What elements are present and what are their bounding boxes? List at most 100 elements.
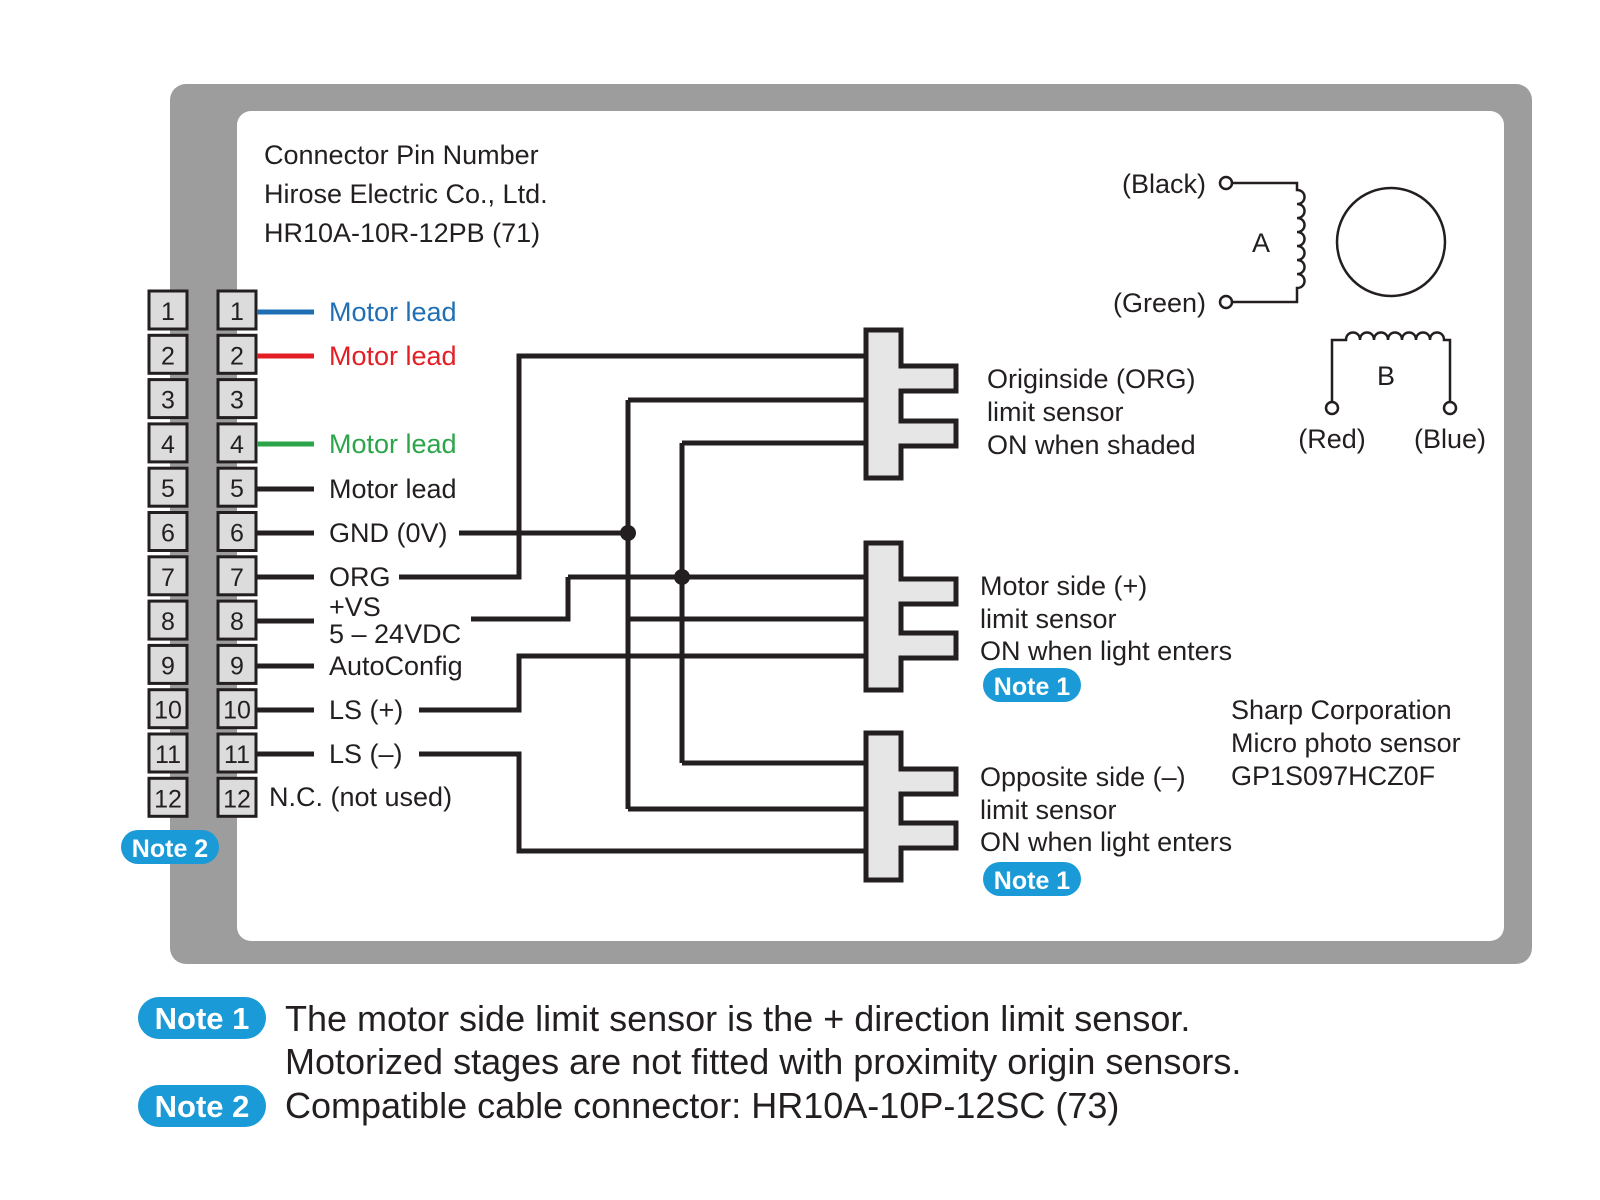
receptacle-pin-number: 6: [230, 520, 244, 548]
minus-sensor-line1: Opposite side (–): [980, 762, 1186, 792]
receptacle-pin-number: 11: [224, 741, 250, 769]
junction-gnd: [620, 525, 636, 541]
cable-pin-box: [147, 422, 189, 464]
plus-sensor-line1: Motor side (+): [980, 571, 1147, 601]
pin12-label: N.C. (not used): [269, 782, 452, 812]
plus-sensor-line3: ON when light enters: [980, 636, 1232, 666]
cable-pin-box: [147, 333, 189, 375]
cable-pin-box: [147, 599, 189, 641]
inner-panel: [237, 111, 1504, 941]
footer-note2-line1: Compatible cable connector: HR10A-10P-12…: [285, 1085, 1119, 1126]
minus-sensor-line3: ON when light enters: [980, 827, 1232, 857]
receptacle-pin-number: 4: [230, 431, 244, 459]
receptacle-pin-box: [216, 643, 258, 685]
receptacle-pin-number: 9: [230, 652, 244, 680]
pin2-label: Motor lead: [329, 341, 457, 371]
cable-pin-number: 9: [161, 652, 175, 680]
cable-pin-number: 10: [154, 697, 182, 725]
coil-b-label: B: [1377, 361, 1395, 391]
receptacle-pin-box: [216, 333, 258, 375]
pin5-label: Motor lead: [329, 474, 457, 504]
coil-a-label: A: [1252, 228, 1270, 258]
svg-text:Note 1: Note 1: [155, 1001, 250, 1036]
rotor-circle: [1335, 186, 1447, 298]
black-label: (Black): [1122, 169, 1206, 199]
receptacle-pin-number: 1: [230, 298, 244, 326]
pin11-label: LS (–): [329, 739, 403, 769]
receptacle-pin-number: 8: [230, 608, 244, 636]
cable-pin-box: [147, 643, 189, 685]
cable-pin-number: 12: [154, 785, 182, 813]
wire-org: [399, 353, 868, 580]
note1-badge-minus: Note 1: [983, 862, 1081, 896]
pin10-label: LS (+): [329, 695, 403, 725]
wire-ls-minus: [419, 751, 868, 854]
pin8-label-line1: +VS: [329, 592, 381, 622]
footer-note2-badge: Note 2: [138, 1085, 266, 1127]
wiring: [399, 353, 868, 854]
svg-text:Note 1: Note 1: [994, 867, 1071, 895]
cable-pin-box: [147, 289, 189, 331]
pin7-label: ORG: [329, 562, 391, 592]
coil-b: [1330, 331, 1452, 401]
org-sensor-line3: ON when shaded: [987, 430, 1196, 460]
receptacle-pin-number: 12: [223, 785, 251, 813]
footer-note1-badge: Note 1: [138, 997, 266, 1039]
receptacle-pin-number: 2: [230, 342, 244, 370]
receptacle-pin-box: [216, 422, 258, 464]
green-label: (Green): [1113, 288, 1206, 318]
pin1-label: Motor lead: [329, 297, 457, 327]
org-sensor-shape: [863, 327, 959, 481]
cable-pin-number: 6: [161, 520, 175, 548]
footer-note1-line2: Motorized stages are not fitted with pro…: [285, 1041, 1241, 1082]
cable-pin-number: 7: [161, 564, 175, 592]
receptacle-pin-box: [216, 776, 258, 818]
cable-pin-number: 11: [155, 741, 181, 769]
cable-pin-number: 1: [161, 298, 175, 326]
wire-vs: [471, 577, 571, 622]
cable-pin-number: 5: [161, 475, 175, 503]
plus-sensor-line2: limit sensor: [980, 604, 1117, 634]
pin4-label: Motor lead: [329, 429, 457, 459]
receptacle-pin-number: 10: [223, 697, 251, 725]
minus-sensor-line2: limit sensor: [980, 795, 1117, 825]
sharp-line1: Sharp Corporation: [1231, 695, 1452, 725]
connector-title-line3: HR10A-10R-12PB (71): [264, 218, 540, 248]
note2-badge-connector: Note 2: [121, 830, 219, 864]
note1-badge-plus: Note 1: [983, 668, 1081, 702]
cable-pin-number: 3: [161, 387, 175, 415]
receptacle-pin-box: [216, 378, 258, 420]
plus-sensor-shape: [863, 540, 959, 693]
cable-pin-number: 2: [161, 342, 175, 370]
cable-pin-box: [147, 776, 189, 818]
receptacle-pin-number: 3: [230, 387, 244, 415]
connector-title-line2: Hirose Electric Co., Ltd.: [264, 179, 548, 209]
receptacle-pin-box: [216, 688, 258, 730]
cable-pin-box: [147, 466, 189, 508]
svg-text:Note 2: Note 2: [155, 1089, 250, 1124]
wire-ls-plus: [419, 653, 868, 713]
pin8-label-line2: 5 – 24VDC: [329, 619, 461, 649]
minus-sensor-shape: [863, 730, 959, 883]
receptacle-pin-box: [216, 466, 258, 508]
junction-vs: [674, 569, 690, 585]
sharp-line2: Micro photo sensor: [1231, 728, 1461, 758]
receptacle-pin-box: [216, 555, 258, 597]
cable-pin-box: [147, 511, 189, 552]
svg-text:Note 2: Note 2: [132, 835, 208, 863]
cable-pin-box: [147, 378, 189, 420]
receptacle-pin-box: [216, 289, 258, 331]
blue-label: (Blue): [1414, 424, 1486, 454]
cable-pin-number: 4: [161, 431, 175, 459]
sharp-line3: GP1S097HCZ0F: [1231, 761, 1435, 791]
stepper-motor-schematic: [1218, 175, 1458, 416]
cable-pin-box: [147, 555, 189, 597]
coil-a: [1232, 181, 1306, 304]
receptacle-pin-box: [216, 732, 258, 774]
cable-pin-number: 8: [161, 608, 175, 636]
connector-title-line1: Connector Pin Number: [264, 140, 539, 170]
cable-pin-box: [147, 688, 189, 730]
